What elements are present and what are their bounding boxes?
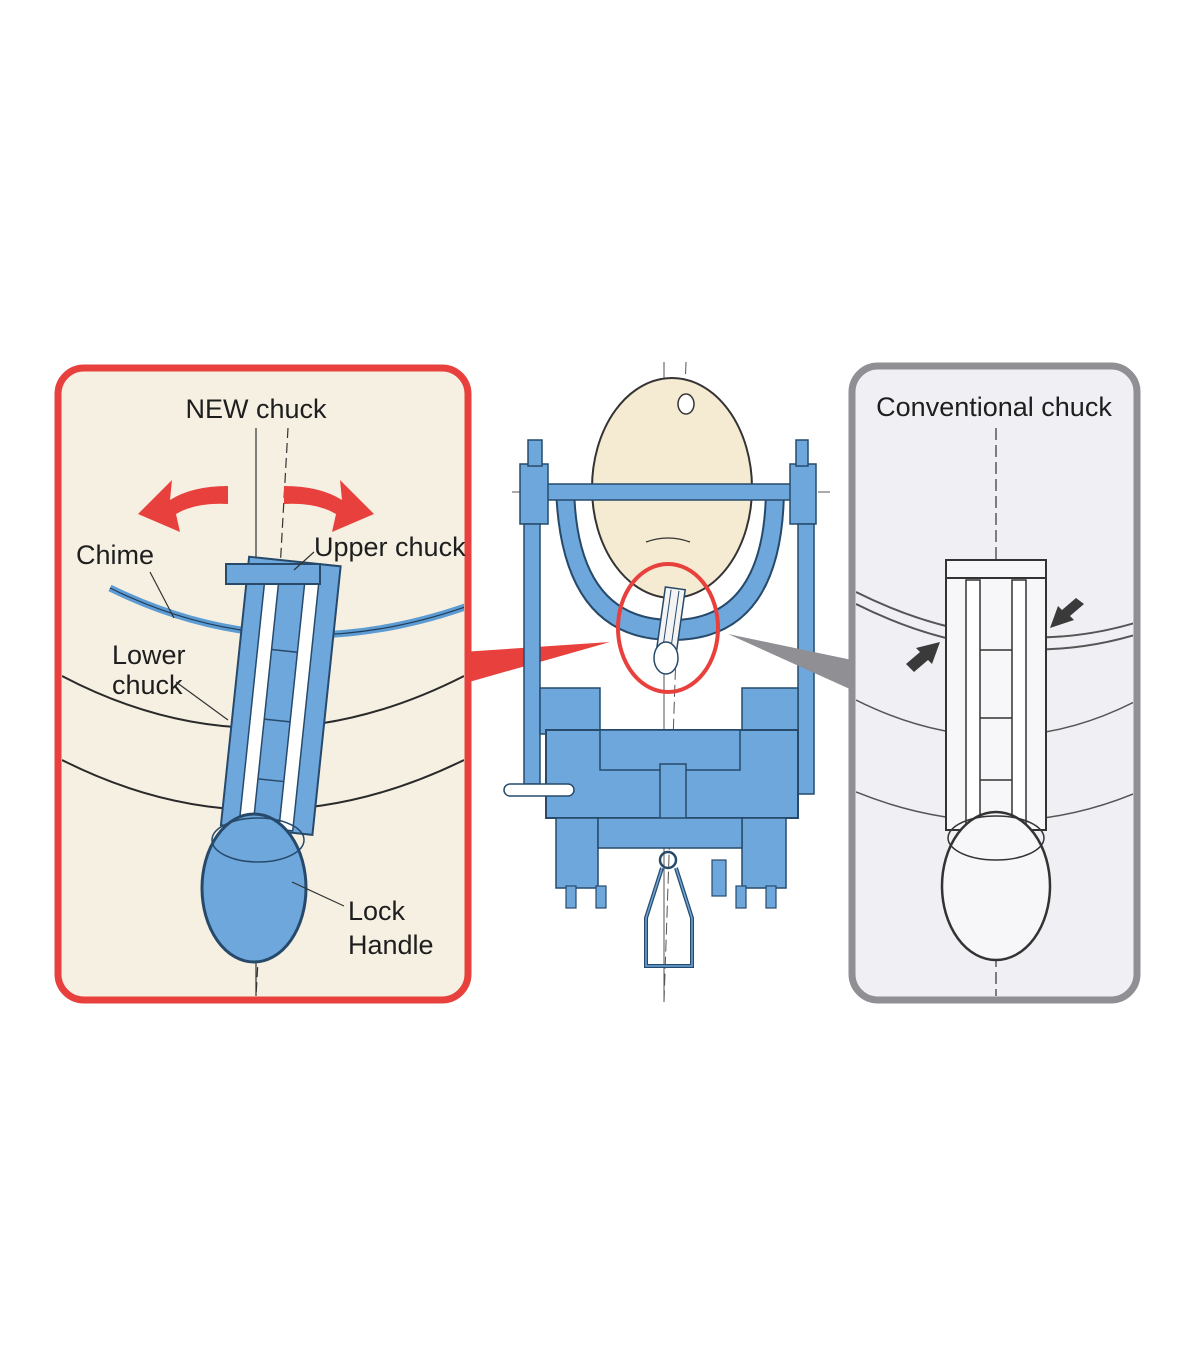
lock-handle-leader [291, 881, 345, 907]
lock-handle-label-line2: Handle [348, 930, 434, 960]
new-panel-title: NEW chuck [185, 394, 327, 424]
pressure-arrow-right-icon [1050, 598, 1084, 628]
new-chuck-body [219, 555, 342, 836]
side-lever [503, 783, 575, 797]
lift-hook-handle [644, 867, 694, 968]
conventional-callout-pointer [728, 634, 852, 690]
drum-machine-illustration [503, 361, 830, 1003]
left-mast [519, 463, 549, 525]
new-chuck-panel: NEW chuck Chime Upper chuck Lower chuck … [54, 364, 610, 1004]
conventional-chuck-panel: Conventional chuck [728, 362, 1141, 1004]
chime-label: Chime [76, 540, 154, 570]
chime-leader [149, 571, 175, 619]
pressure-arrow-left-icon [906, 642, 940, 672]
upper-chuck-leader [293, 551, 315, 571]
conventional-panel-title: Conventional chuck [876, 392, 1112, 422]
lower-chuck-leader [175, 681, 229, 721]
lower-chuck-label-line1: Lower [112, 640, 186, 670]
upper-chuck-cap [225, 563, 321, 585]
right-mast [789, 463, 817, 525]
lower-chuck-label-line2: chuck [112, 670, 183, 700]
drum-bung-icon [677, 393, 695, 415]
lock-handle-disc [200, 812, 308, 964]
rotate-right-arrow-icon [284, 480, 374, 532]
conventional-chuck-body [945, 559, 1047, 831]
chuck-highlight-ring [616, 562, 720, 694]
upper-chuck-label: Upper chuck [314, 532, 466, 562]
rotate-left-arrow-icon [138, 480, 228, 532]
lock-handle-label-line1: Lock [348, 896, 406, 926]
conventional-lock-handle [940, 810, 1052, 962]
